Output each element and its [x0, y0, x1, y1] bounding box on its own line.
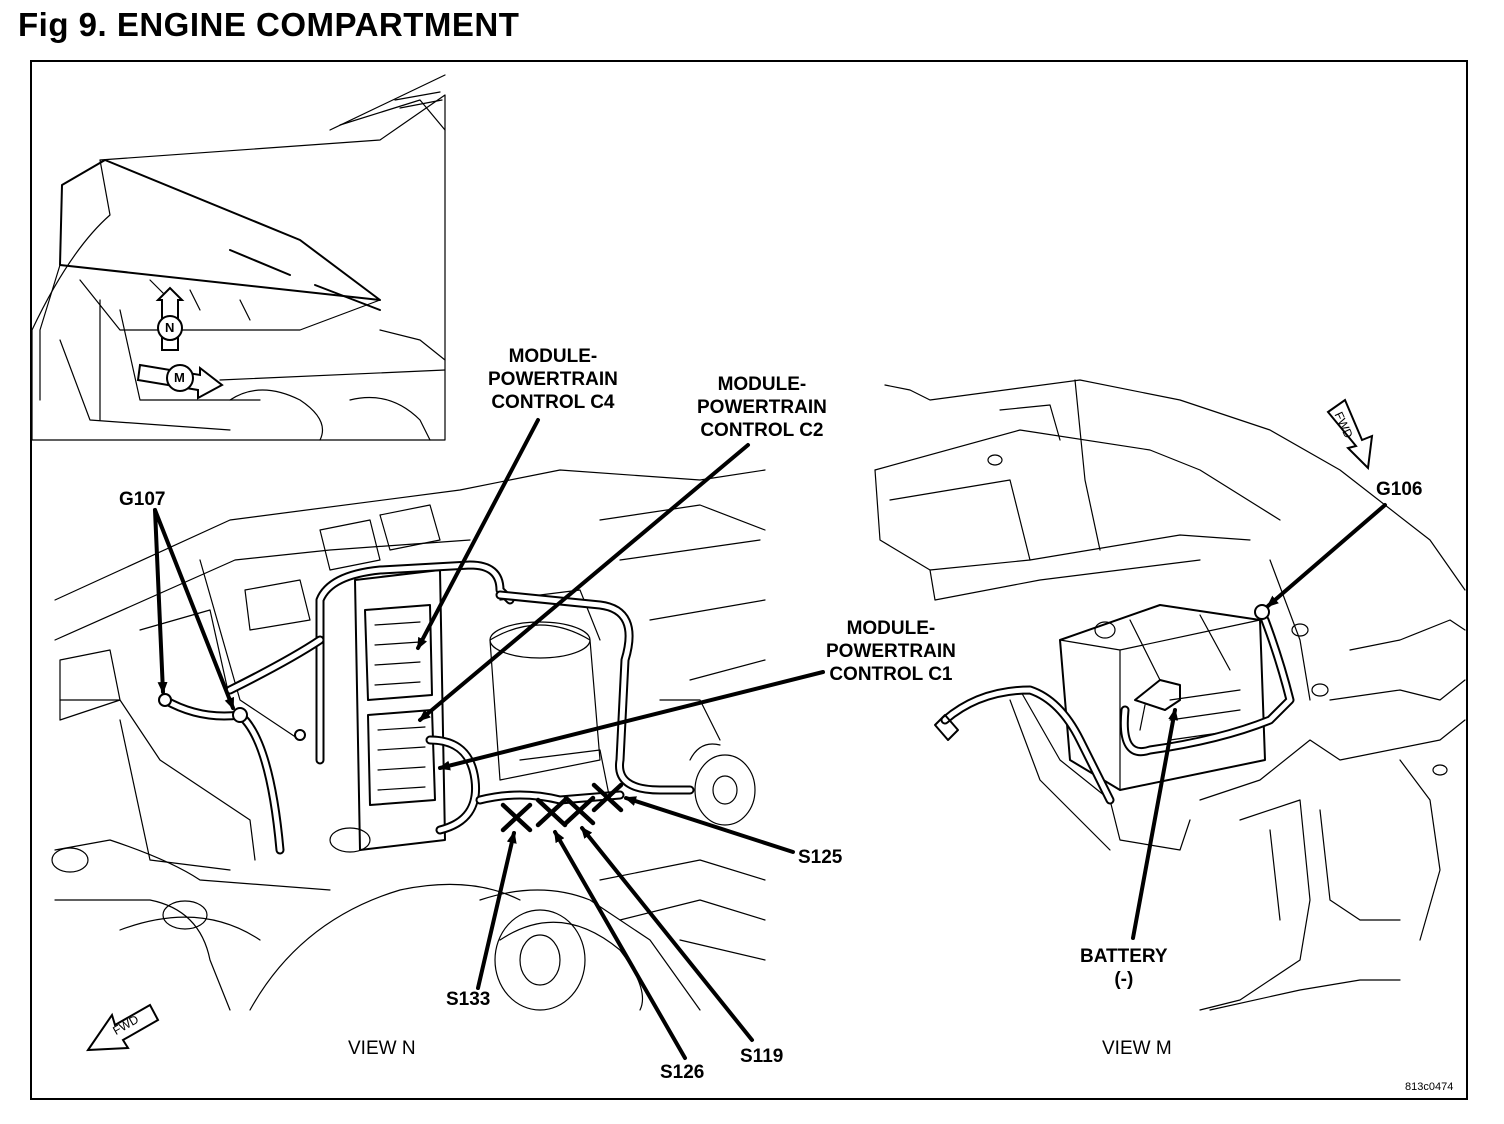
label-pcm-c2: MODULE- POWERTRAIN CONTROL C2	[697, 374, 827, 441]
leader-pcm-c2	[418, 443, 750, 722]
view-m-illustration	[874, 379, 1466, 1011]
leader-g106	[1266, 503, 1387, 608]
label-g106: G106	[1376, 479, 1423, 500]
label-g107: G107	[119, 489, 166, 510]
leader-s119	[580, 826, 754, 1042]
locator-marker-m: M	[174, 370, 185, 385]
label-s133: S133	[446, 989, 491, 1010]
leader-s126	[553, 830, 687, 1060]
diagram-frame	[30, 60, 1468, 1100]
leader-g107-b	[153, 508, 235, 710]
label-s125: S125	[798, 847, 843, 868]
locator-marker-n: N	[165, 320, 175, 335]
leader-lines	[153, 418, 1387, 1060]
label-pcm-c1: MODULE- POWERTRAIN CONTROL C1	[826, 618, 956, 685]
leader-s133	[476, 831, 517, 990]
leader-pcm-c1	[438, 670, 825, 771]
label-s126: S126	[660, 1062, 705, 1083]
label-pcm-c4: MODULE- POWERTRAIN CONTROL C4	[488, 346, 618, 413]
leader-pcm-c4	[416, 418, 540, 650]
label-s119: S119	[740, 1046, 784, 1067]
view-m-caption: VIEW M	[1102, 1038, 1172, 1059]
locator-inset	[31, 74, 446, 441]
leader-g107-a	[153, 508, 168, 694]
label-battery-negative: BATTERY (-)	[1080, 946, 1168, 990]
view-n-caption: VIEW N	[348, 1038, 416, 1059]
figure-code: 813c0474	[1405, 1081, 1454, 1093]
figure-title: Fig 9. ENGINE COMPARTMENT	[18, 6, 520, 43]
leader-s125	[624, 796, 795, 854]
leader-battery-neg	[1131, 708, 1179, 940]
